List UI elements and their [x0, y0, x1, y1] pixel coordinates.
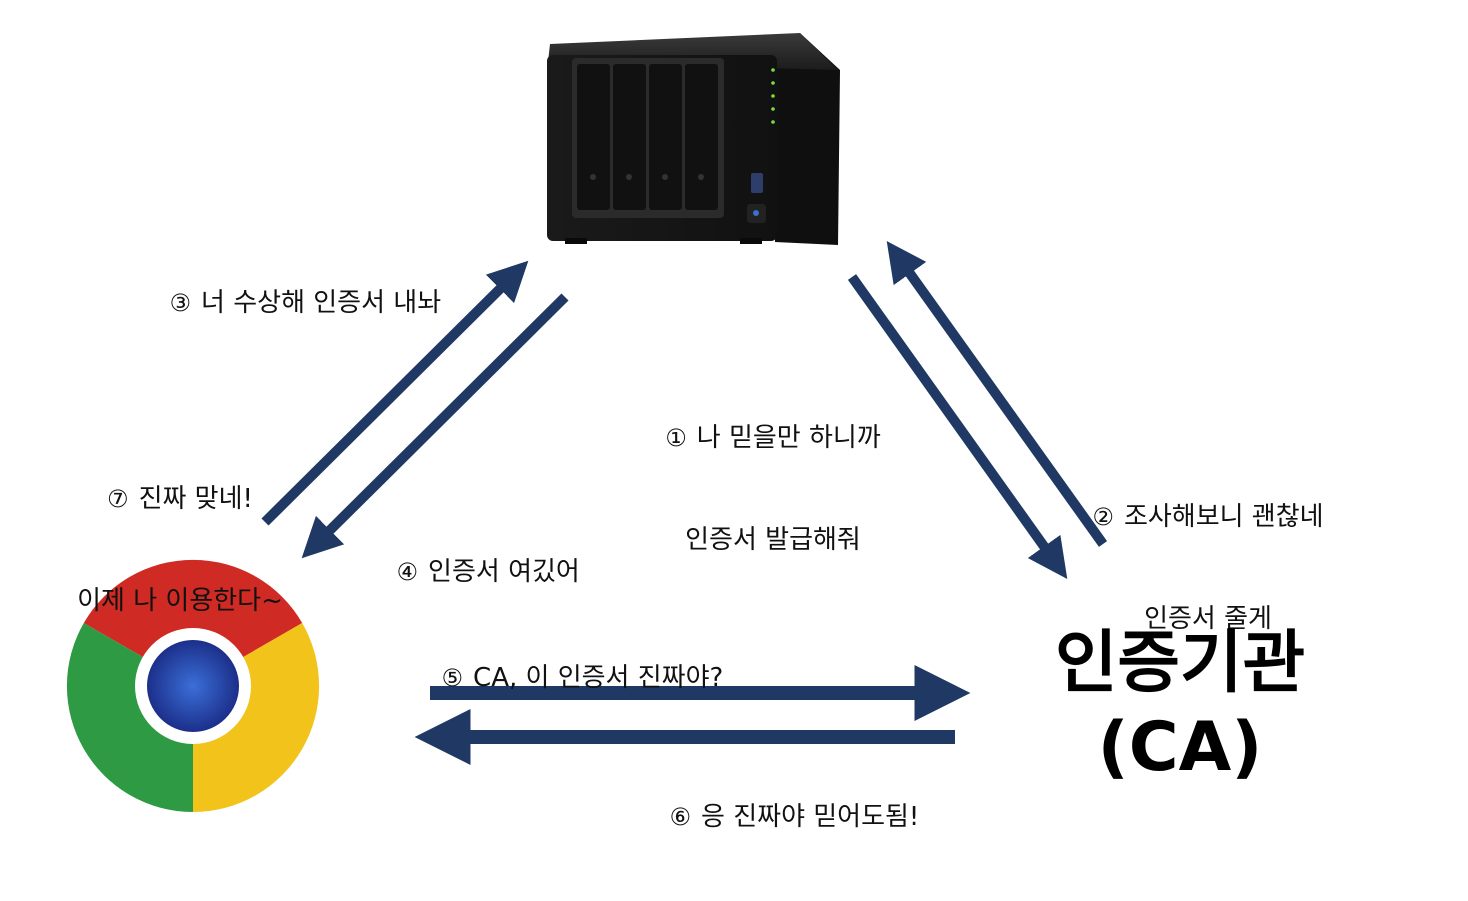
step-7-number: ⑦ — [107, 485, 129, 513]
step-4-number: ④ — [396, 558, 419, 586]
step-5-number: ⑤ — [441, 664, 464, 692]
step-2-label: ② 조사해보니 괜찮네 인증서 줄게 — [1058, 432, 1358, 670]
step-6-text: 응 진짜야 믿어도됨! — [701, 802, 920, 832]
step-1-label: ① 나 믿을만 하니까 인증서 발급해줘 — [628, 353, 918, 591]
step-4-label: ④ 인증서 여깄어 — [380, 521, 580, 589]
step-5-text: CA, 이 인증서 진짜야? — [473, 663, 724, 693]
step-6-label: ⑥ 응 진짜야 믿어도됨! — [653, 766, 920, 834]
arrow-step-1 — [847, 274, 1068, 580]
step-4-text: 인증서 여깄어 — [428, 557, 580, 587]
step-3-label: ③ 너 수상해 인증서 내놔 — [153, 252, 442, 320]
step-1-text-line-1: 나 믿을만 하니까 — [696, 423, 881, 453]
step-2-text-line-1: 조사해보니 괜찮네 — [1123, 502, 1324, 532]
ca-node-label: 인증기관 (CA) — [1030, 622, 1330, 790]
arrow-step-4 — [301, 293, 569, 559]
step-2-text-line-2: 인증서 줄게 — [1144, 604, 1272, 634]
step-3-text: 너 수상해 인증서 내놔 — [201, 288, 442, 318]
arrow-step-2 — [886, 240, 1108, 547]
step-7-text-line-1: 진짜 맞네! — [138, 484, 253, 514]
step-7-text-line-2: 이제 나 이용한다~ — [77, 586, 283, 616]
step-2-number: ② — [1092, 503, 1114, 531]
step-1-text-line-2: 인증서 발급해줘 — [685, 525, 861, 555]
step-5-label: ⑤ CA, 이 인증서 진짜야? — [425, 627, 724, 695]
arrow-step-3 — [261, 260, 529, 526]
step-7-label: ⑦ 진짜 맞네! 이제 나 이용한다~ — [40, 414, 320, 652]
ca-title-line-1: 인증기관 — [1054, 624, 1306, 703]
step-3-number: ③ — [169, 289, 192, 317]
ca-title-line-2: (CA) — [1097, 708, 1263, 787]
step-1-number: ① — [665, 424, 687, 452]
step-6-number: ⑥ — [669, 803, 692, 831]
